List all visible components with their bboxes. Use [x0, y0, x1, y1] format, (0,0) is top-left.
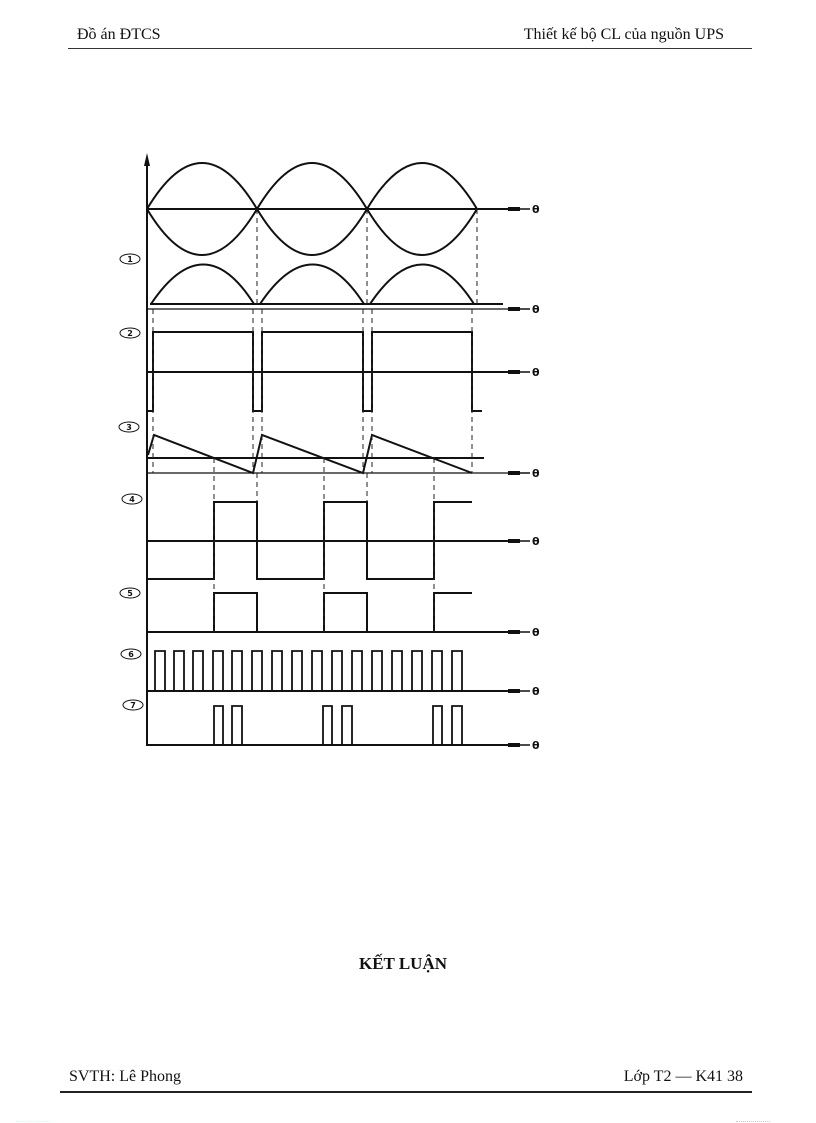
axis-arrow-icon [144, 153, 150, 166]
svg-text:6: 6 [128, 650, 134, 659]
footer-class-page: Lớp T2 — K41 38 [623, 1068, 743, 1085]
svg-text:7: 7 [130, 701, 136, 710]
sawtooth [147, 433, 473, 475]
firing-pulses [213, 705, 463, 745]
label-6: 6 [120, 648, 142, 660]
label-7: 7 [122, 699, 144, 711]
label-2: 2 [119, 327, 141, 339]
svg-text:θ: θ [532, 467, 540, 480]
rectified-sine [150, 263, 475, 305]
decorative-dots [736, 1121, 770, 1122]
svg-text:2: 2 [127, 329, 133, 338]
gated-pulse [213, 592, 472, 632]
header-left-title: Đồ án ĐTCS [77, 26, 161, 43]
svg-text:4: 4 [129, 495, 135, 504]
label-4: 4 [121, 493, 143, 505]
section-title: KẾT LUẬN [358, 954, 447, 973]
label-3: 3 [118, 421, 140, 433]
svg-text:θ: θ [532, 626, 540, 639]
sine-upper [146, 162, 478, 211]
decorative-dots [16, 1121, 50, 1122]
theta-label: θ [532, 203, 540, 216]
sync-pulse [147, 331, 482, 412]
theta-markers [508, 207, 530, 747]
trace-labels: 1 2 3 4 5 6 7 [118, 253, 144, 711]
svg-text:1: 1 [127, 255, 133, 264]
header-right-title: Thiết kế bộ CL của nguồn UPS [523, 26, 724, 43]
footer-student: SVTH: Lê Phong [69, 1068, 181, 1085]
carrier-pulses [154, 650, 463, 691]
label-1: 1 [119, 253, 141, 265]
footer-rule [60, 1091, 752, 1093]
sine-lower [146, 207, 478, 256]
svg-text:θ: θ [532, 303, 540, 316]
svg-text:5: 5 [127, 589, 133, 598]
svg-text:θ: θ [532, 366, 540, 379]
svg-text:θ: θ [532, 535, 540, 548]
svg-text:θ: θ [532, 739, 540, 752]
svg-text:θ: θ [532, 685, 540, 698]
header-rule [68, 48, 752, 49]
label-5: 5 [119, 587, 141, 599]
svg-text:3: 3 [126, 423, 132, 432]
